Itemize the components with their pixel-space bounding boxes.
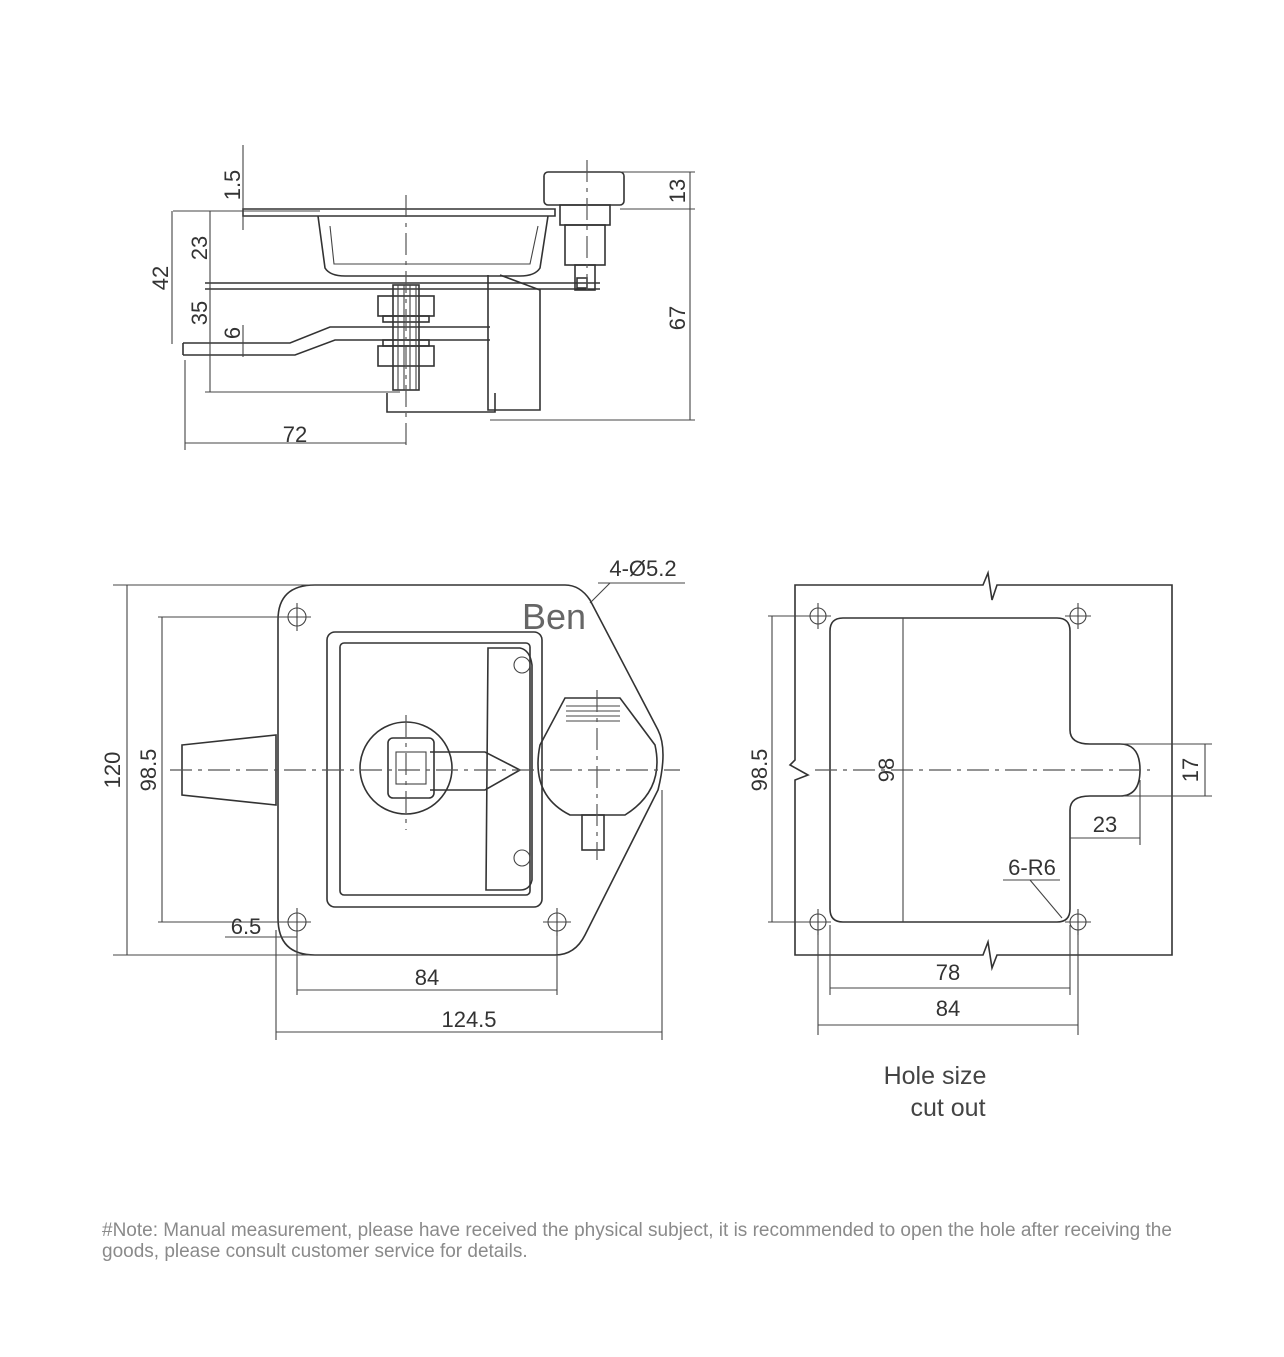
- cutout-dim-23: 23: [1093, 812, 1117, 837]
- cutout-dim-84: 84: [936, 996, 960, 1021]
- front-dim-84: 84: [415, 965, 439, 990]
- cutout-dim-17: 17: [1178, 758, 1203, 782]
- side-dim-23: 23: [187, 236, 212, 260]
- front-view: 120 98.5 6.5 84 124.5 4-Ø5.2 Ben: [100, 556, 685, 1040]
- front-dim-98-5: 98.5: [136, 749, 161, 792]
- side-dim-67: 67: [665, 306, 690, 330]
- side-view: 1.5 23 42 35 6 13 67 72: [148, 145, 695, 450]
- technical-drawing: 1.5 23 42 35 6 13 67 72: [100, 145, 1212, 1122]
- front-dim-124-5: 124.5: [441, 1007, 496, 1032]
- side-dim-13: 13: [665, 179, 690, 203]
- front-hole-callout: 4-Ø5.2: [609, 556, 676, 581]
- watermark-text: Ben: [522, 596, 586, 637]
- cutout-caption-line2: cut out: [910, 1094, 985, 1122]
- cutout-dim-98-5: 98.5: [747, 749, 772, 792]
- side-dim-72: 72: [283, 422, 307, 447]
- side-dim-35: 35: [187, 301, 212, 325]
- measurement-note: #Note: Manual measurement, please have r…: [102, 1220, 1172, 1262]
- cutout-dim-78: 78: [936, 960, 960, 985]
- front-dim-120: 120: [100, 752, 125, 789]
- side-dim-1-5: 1.5: [220, 170, 245, 201]
- front-dim-6-5: 6.5: [231, 914, 262, 939]
- cutout-caption-line1: Hole size: [884, 1062, 987, 1090]
- cutout-dim-98: 98: [874, 758, 899, 782]
- cutout-holes: [805, 603, 1091, 935]
- side-dim-42: 42: [148, 266, 173, 290]
- cutout-radius-callout: 6-R6: [1008, 855, 1056, 880]
- cutout-view: 98.5 98 17 23 6-R6 78 84 Hole size cut o…: [747, 570, 1212, 1122]
- side-dim-6: 6: [220, 327, 245, 339]
